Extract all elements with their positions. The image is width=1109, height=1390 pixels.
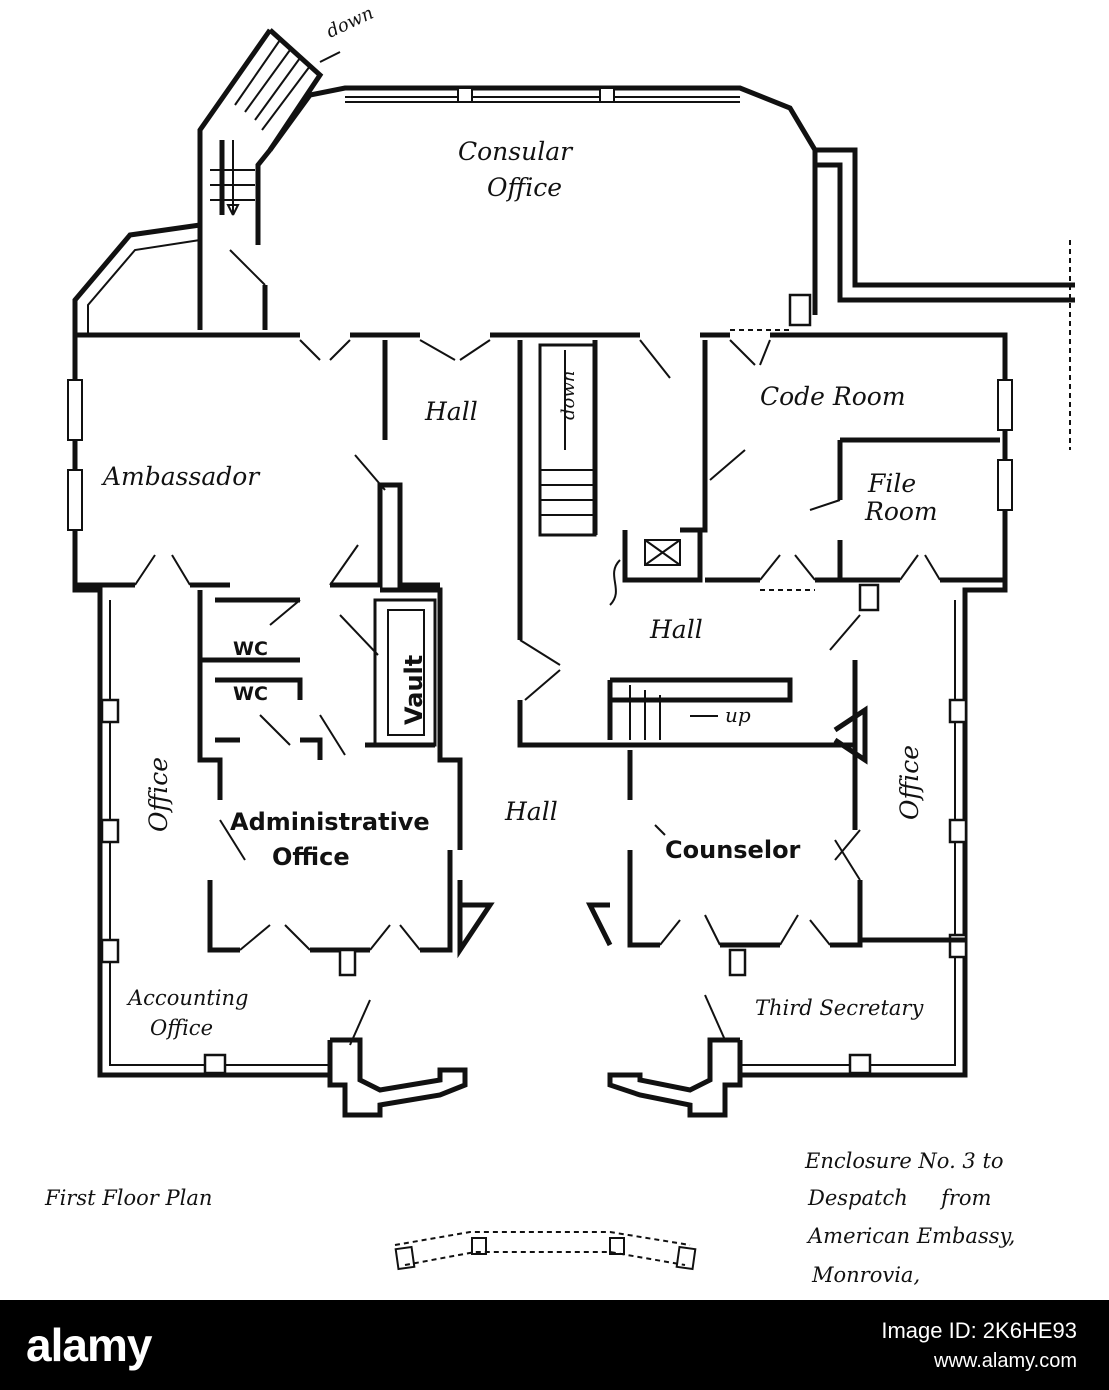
west-bay-wall	[72, 222, 201, 335]
counselor-label: Counselor	[665, 836, 801, 864]
north-stair-down-label: down	[323, 3, 377, 43]
consular-office-walls	[255, 85, 1075, 450]
alamy-logo: alamy	[26, 1319, 152, 1371]
ambassador-label: Ambassador	[101, 462, 261, 491]
office-left-label: Office	[144, 757, 173, 832]
wc-upper-label: WC	[233, 638, 268, 660]
consular-office-label-1: Consular	[458, 137, 574, 166]
wc-lower-label: WC	[233, 683, 268, 705]
administrative-office-label-2: Office	[272, 843, 350, 871]
file-room-label-1: File	[867, 469, 916, 498]
plan-title: First Floor Plan	[44, 1186, 212, 1210]
hall-top-label: Hall	[424, 397, 478, 426]
administrative-office-label-1: Administrative	[230, 808, 430, 836]
vault-label: Vault	[400, 655, 428, 725]
file-room-label-2: Room	[864, 497, 938, 526]
code-room-label: Code Room	[760, 382, 906, 411]
image-id-text: Image ID: 2K6HE93	[881, 1318, 1077, 1343]
enclosure-line-1: Enclosure No. 3 to	[804, 1149, 1004, 1173]
enclosure-line-2: Despatch from	[807, 1186, 991, 1210]
accounting-office-label-1: Accounting	[126, 986, 249, 1010]
north-stair	[197, 28, 341, 330]
consular-office-label-2: Office	[487, 173, 562, 202]
site-url-text: www.alamy.com	[934, 1350, 1077, 1372]
office-right-label: Office	[895, 745, 924, 820]
west-bay-inner	[87, 239, 201, 335]
third-secretary-label: Third Secretary	[755, 996, 924, 1020]
enclosure-line-3: American Embassy,	[806, 1224, 1015, 1248]
watermark-footer	[0, 1300, 1109, 1390]
up-stair-label: up	[725, 703, 751, 727]
entrance-steps	[327, 1037, 743, 1271]
accounting-office-label-2: Office	[150, 1016, 213, 1040]
interior-walls	[75, 293, 1005, 977]
enclosure-line-4: Monrovia,	[811, 1263, 920, 1287]
interior-stair-down-label: down	[558, 371, 579, 420]
hall-mid-label: Hall	[649, 615, 703, 644]
door-swings	[134, 249, 941, 1046]
floor-plan-drawing: Consular Office down down Hall Code Room…	[44, 3, 1075, 1287]
outer-walls	[67, 332, 1013, 1078]
hall-low-label: Hall	[504, 797, 558, 826]
